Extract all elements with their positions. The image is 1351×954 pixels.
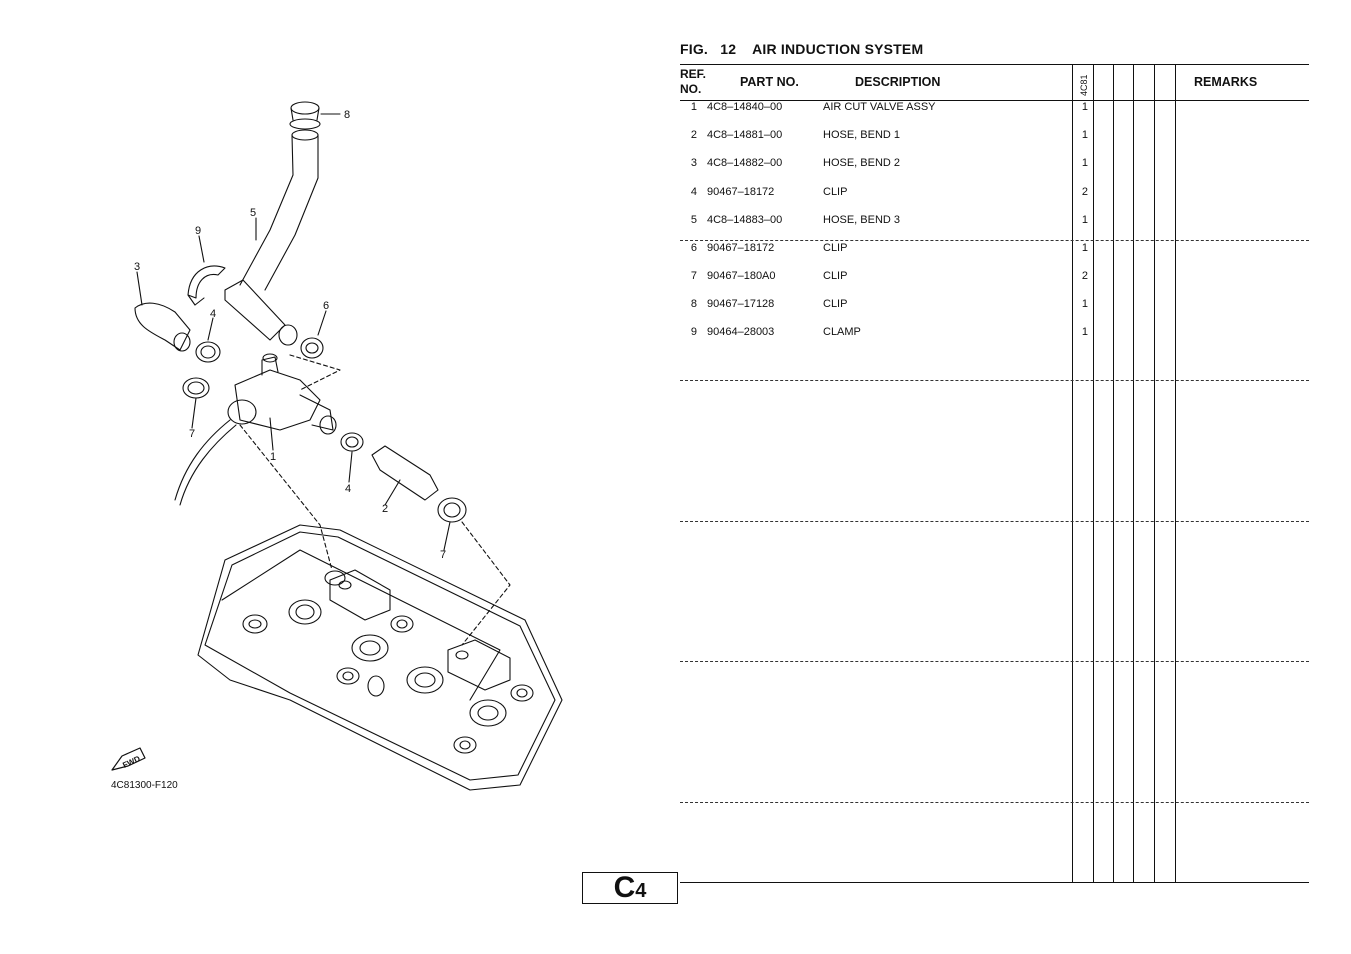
callout: 4 [210, 308, 216, 320]
table-row: 7 90467–180A0 CLIP 2 [680, 270, 1100, 290]
ref-no: 5 [690, 214, 697, 226]
description: HOSE, BEND 2 [823, 157, 901, 169]
description: CLIP [823, 298, 848, 310]
row-group-divider [680, 240, 1309, 241]
fwd-arrow-icon [111, 747, 146, 771]
table-row: 1 4C8–14840–00 AIR CUT VALVE ASSY 1 [680, 101, 1100, 121]
table-row: 3 4C8–14882–00 HOSE, BEND 2 1 [680, 157, 1100, 177]
column-divider [1133, 64, 1134, 882]
quantity: 1 [1081, 298, 1088, 310]
quantity: 2 [1081, 186, 1088, 198]
callout: 8 [344, 109, 350, 121]
page-number: 4 [635, 880, 647, 902]
callout: 7 [440, 549, 446, 561]
part-no: 90467–180A0 [707, 270, 776, 282]
ref-no: 3 [690, 157, 697, 169]
description: HOSE, BEND 1 [823, 129, 901, 141]
quantity: 2 [1081, 270, 1088, 282]
part-no: 90467–17128 [707, 298, 775, 310]
description: CLIP [823, 270, 848, 282]
header-model-code: 4C81 [1079, 74, 1089, 96]
part-no: 90464–28003 [707, 326, 775, 338]
row-group-divider [680, 380, 1309, 381]
description: CLAMP [823, 326, 861, 338]
header-ref-line1: REF. [680, 67, 707, 81]
callout: 1 [270, 451, 276, 463]
ref-no: 6 [690, 242, 697, 254]
quantity: 1 [1081, 214, 1088, 226]
callout: 7 [189, 428, 195, 440]
callout: 4 [345, 483, 351, 495]
ref-no: 1 [690, 101, 697, 113]
page-title: FIG. 12 AIR INDUCTION SYSTEM [680, 41, 924, 57]
table-top-rule [680, 64, 1309, 65]
description: CLIP [823, 242, 848, 254]
part-no: 4C8–14882–00 [707, 157, 783, 169]
callout: 5 [250, 207, 256, 219]
table-bottom-rule [680, 882, 1309, 883]
header-ref-no: REF. NO. [680, 67, 706, 97]
part-no: 90467–18172 [707, 242, 775, 254]
exploded-parts-diagram: 8 5 9 3 6 4 1 7 4 2 7 FWD [111, 101, 563, 791]
ref-no: 9 [690, 326, 697, 338]
column-divider [1072, 64, 1073, 882]
fwd-label: FWD [121, 754, 142, 770]
column-divider [1113, 64, 1114, 882]
quantity: 1 [1081, 242, 1088, 254]
ref-no: 4 [690, 186, 697, 198]
part-no: 90467–18172 [707, 186, 775, 198]
description: CLIP [823, 186, 848, 198]
quantity: 1 [1081, 101, 1088, 113]
page-number-box: C4 [582, 872, 678, 904]
ref-no: 7 [690, 270, 697, 282]
part-no: 4C8–14883–00 [707, 214, 783, 226]
page-letter: C [613, 871, 636, 904]
table-row: 5 4C8–14883–00 HOSE, BEND 3 1 [680, 214, 1100, 234]
header-remarks: REMARKS [1194, 75, 1258, 89]
table-row: 4 90467–18172 CLIP 2 [680, 186, 1100, 206]
quantity: 1 [1081, 157, 1088, 169]
column-divider [1093, 64, 1094, 882]
table-row: 2 4C8–14881–00 HOSE, BEND 1 1 [680, 129, 1100, 149]
quantity: 1 [1081, 129, 1088, 141]
callout: 6 [323, 300, 329, 312]
part-no: 4C8–14840–00 [707, 101, 783, 113]
row-group-divider [680, 661, 1309, 662]
figure-code: 4C81300-F120 [111, 780, 178, 791]
header-description: DESCRIPTION [855, 75, 941, 89]
column-divider [1154, 64, 1155, 882]
callout: 2 [382, 503, 388, 515]
table-row: 9 90464–28003 CLAMP 1 [680, 326, 1100, 346]
column-divider [1175, 64, 1176, 882]
table-row: 6 90467–18172 CLIP 1 [680, 242, 1100, 262]
header-ref-line2: NO. [680, 82, 702, 96]
cylinder-head-cover [197, 524, 563, 791]
callout: 3 [134, 261, 140, 273]
part-no: 4C8–14881–00 [707, 129, 783, 141]
row-group-divider [680, 802, 1309, 803]
header-part-no: PART NO. [740, 75, 799, 89]
ref-no: 8 [690, 298, 697, 310]
callout: 9 [195, 225, 201, 237]
ref-no: 2 [690, 129, 697, 141]
description: HOSE, BEND 3 [823, 214, 901, 226]
description: AIR CUT VALVE ASSY [823, 101, 936, 113]
quantity: 1 [1081, 326, 1088, 338]
table-row: 8 90467–17128 CLIP 1 [680, 298, 1100, 318]
table-header-rule [680, 100, 1309, 101]
row-group-divider [680, 521, 1309, 522]
